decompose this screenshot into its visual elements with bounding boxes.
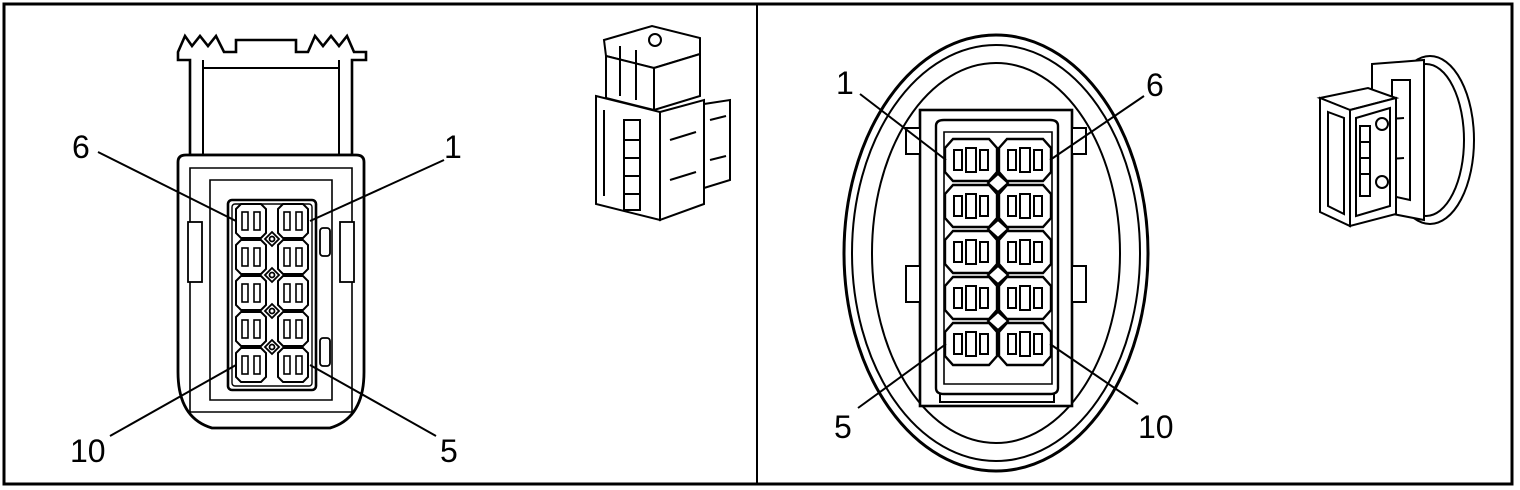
harness-connector-iso-view	[595, 24, 731, 222]
pin-label-top-left: 1	[836, 65, 854, 101]
pin-label-top-right: 1	[444, 129, 462, 165]
pin-label-top-right: 6	[1146, 67, 1164, 103]
component-connector-face	[842, 33, 1150, 473]
pin-label-bottom-left: 10	[70, 433, 106, 469]
pin-label-bottom-right: 10	[1138, 409, 1174, 445]
pin-label-top-left: 6	[72, 129, 90, 165]
harness-connector-face	[97, 33, 445, 437]
pin-label-bottom-left: 5	[834, 409, 852, 445]
pin-label-bottom-right: 5	[440, 433, 458, 469]
component-connector-iso-view	[1316, 55, 1475, 228]
